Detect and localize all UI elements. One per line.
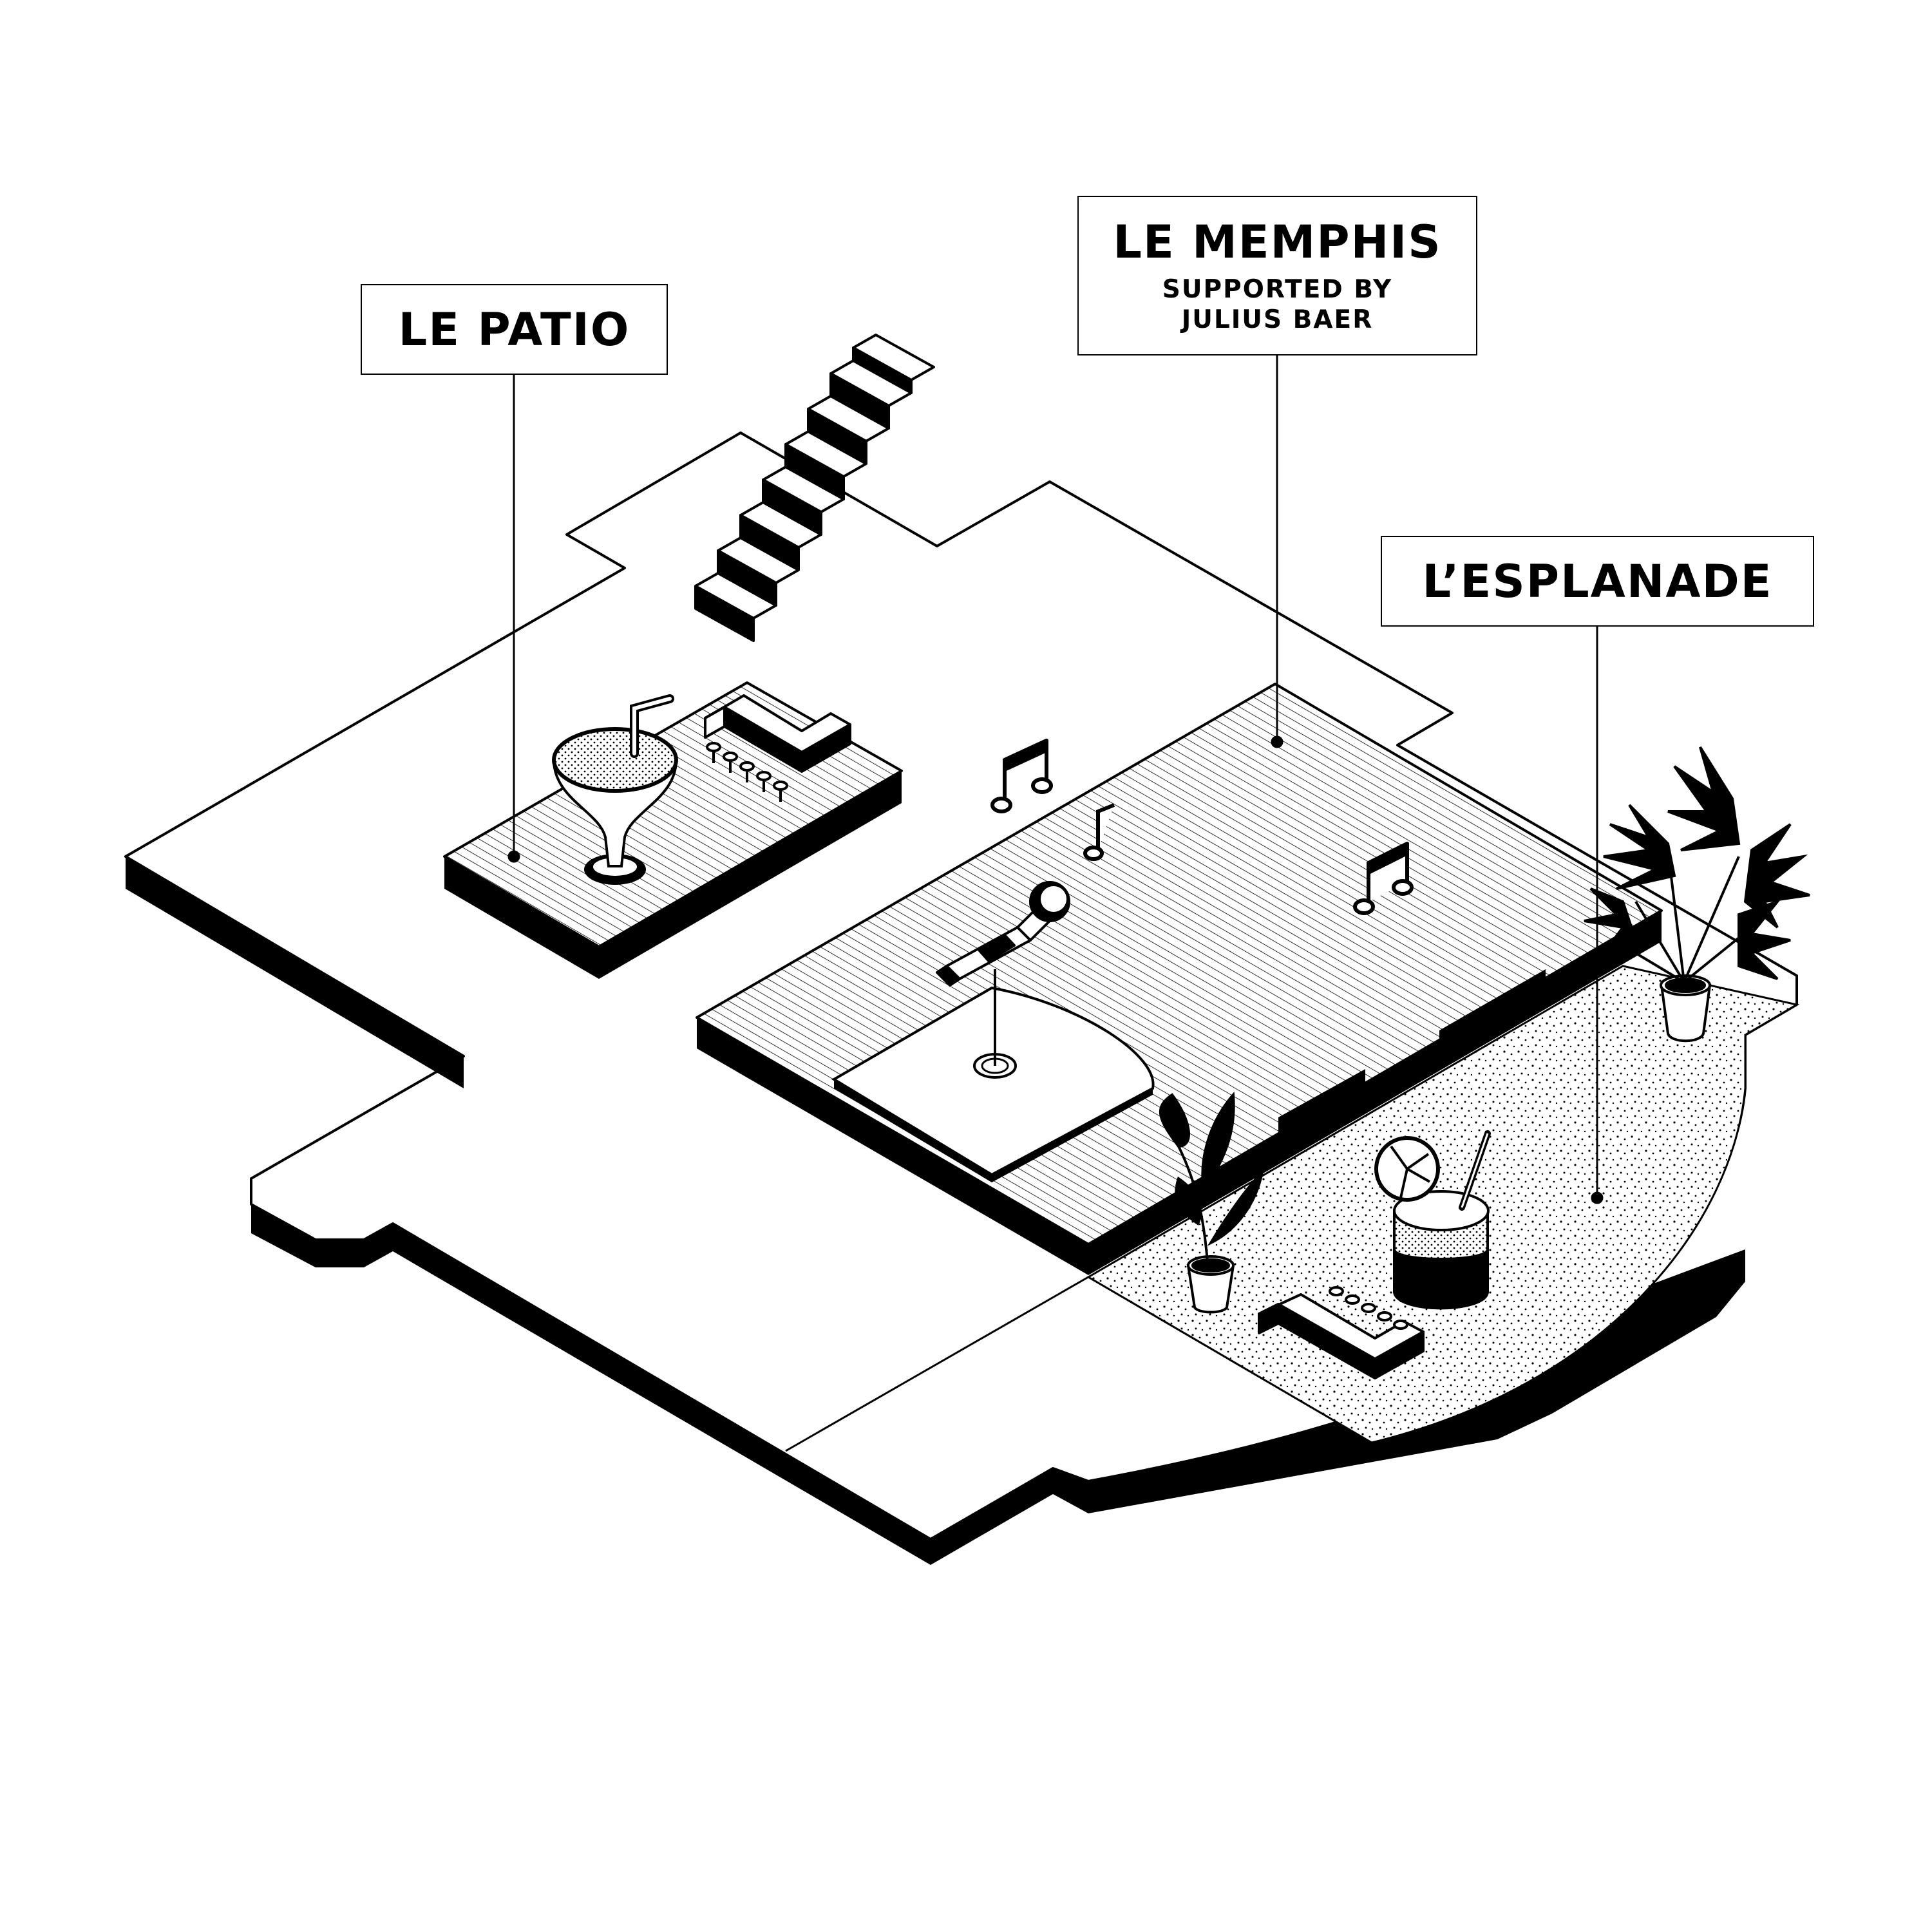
cocktail-glass-icon (552, 694, 678, 885)
label-le-memphis-subtitle-2: JULIUS BAER (1181, 305, 1374, 334)
memphis-stage (696, 683, 1663, 1275)
label-le-memphis: LE MEMPHIS SUPPORTED BY JULIUS BAER (1077, 196, 1477, 355)
music-note-icon (1353, 842, 1414, 915)
tumbler-drink-icon (1374, 1130, 1491, 1310)
microphone-icon (936, 881, 1070, 987)
label-le-patio-title: LE PATIO (398, 303, 630, 356)
staircase-icon (694, 334, 935, 642)
label-le-patio: LE PATIO (361, 284, 668, 375)
music-note-icon (1083, 803, 1115, 861)
label-l-esplanade-title: L’ESPLANADE (1422, 554, 1773, 608)
label-l-esplanade: L’ESPLANADE (1381, 536, 1814, 627)
palm-plant-icon (1584, 746, 1810, 1043)
palm-plant-icon (1159, 1092, 1265, 1314)
leader-lines (507, 355, 1604, 1204)
memphis-dance-floor (831, 986, 1155, 1177)
music-note-icon (990, 739, 1053, 813)
bar-counter-icon (704, 694, 851, 802)
label-le-memphis-title: LE MEMPHIS (1113, 216, 1442, 269)
label-le-memphis-subtitle-1: SUPPORTED BY (1162, 275, 1393, 305)
bar-counter-icon (1258, 1286, 1425, 1379)
main-floor-side-left (126, 857, 464, 1088)
